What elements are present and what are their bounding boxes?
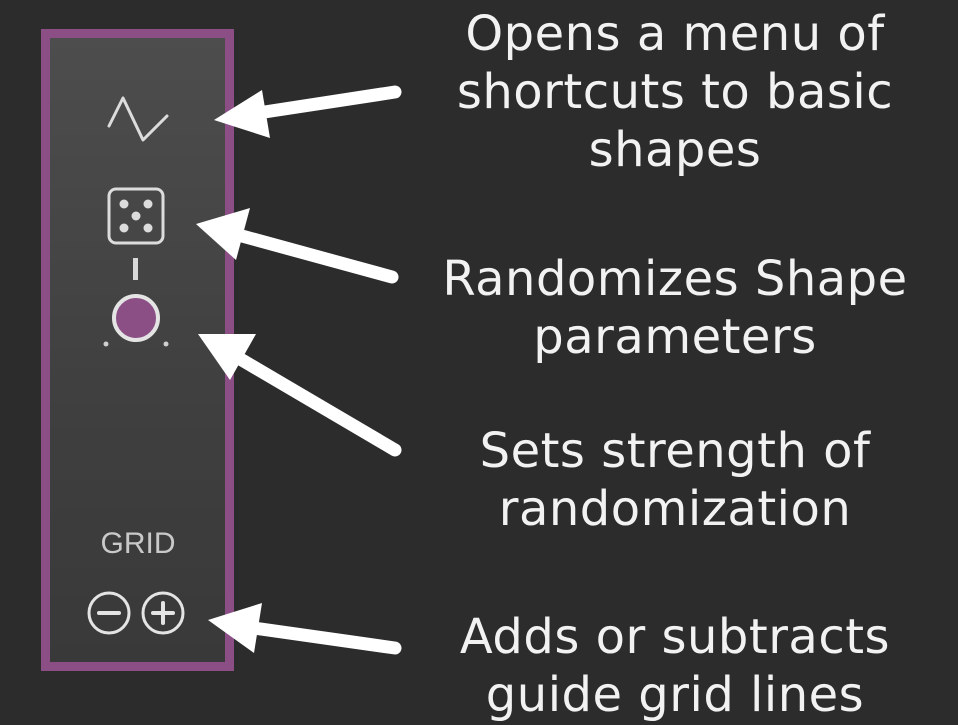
randomize-dice-button[interactable] bbox=[106, 186, 166, 246]
callout-line: Opens a menu of bbox=[465, 6, 885, 62]
waveform-shape-icon bbox=[107, 96, 169, 142]
callout-line: parameters bbox=[533, 309, 817, 365]
randomization-strength-knob[interactable] bbox=[98, 286, 174, 352]
grid-minus-button[interactable] bbox=[85, 589, 133, 637]
arrow-shape-menu bbox=[214, 85, 402, 138]
circle-plus-icon bbox=[141, 591, 185, 635]
circle-minus-icon bbox=[87, 591, 131, 635]
callout-line: Sets strength of bbox=[479, 423, 871, 479]
shape-menu-button[interactable] bbox=[103, 88, 173, 150]
callout-strength: Sets strength of randomization bbox=[400, 422, 950, 538]
dice-icon bbox=[107, 187, 165, 245]
callout-grid: Adds or subtracts guide grid lines bbox=[400, 608, 950, 724]
knob-indicator-tick bbox=[133, 258, 138, 280]
callout-line: Adds or subtracts bbox=[459, 609, 891, 665]
callout-line: shapes bbox=[588, 122, 762, 178]
callout-shape-menu: Opens a menu of shortcuts to basic shape… bbox=[400, 5, 950, 179]
callout-line: shortcuts to basic bbox=[456, 64, 894, 120]
callout-randomize: Randomizes Shape parameters bbox=[400, 250, 950, 366]
callout-line: Randomizes Shape bbox=[442, 251, 908, 307]
grid-plus-button[interactable] bbox=[139, 589, 187, 637]
grid-label: GRID bbox=[100, 527, 176, 560]
callout-line: randomization bbox=[498, 481, 852, 537]
callout-line: guide grid lines bbox=[485, 667, 865, 723]
strength-knob-icon bbox=[103, 294, 169, 347]
arrow-grid bbox=[208, 603, 402, 655]
